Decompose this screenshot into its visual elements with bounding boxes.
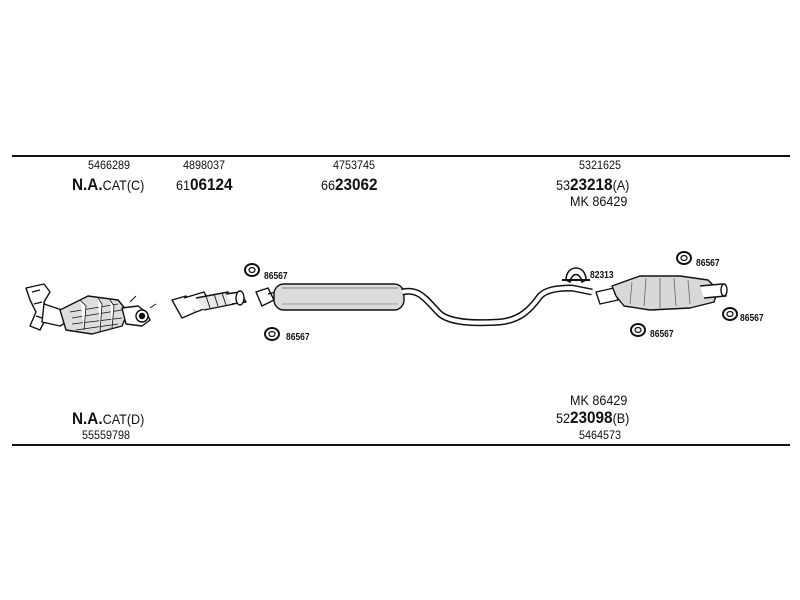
code-main: 23062 bbox=[335, 175, 378, 194]
code-prefix: 52 bbox=[556, 410, 571, 426]
type-suffix: CAT(C) bbox=[102, 177, 145, 193]
clamp-icon bbox=[630, 323, 646, 337]
code-suffix: (B) bbox=[612, 410, 630, 426]
code-main: 23098 bbox=[570, 408, 613, 427]
part-number-label: 4898037 bbox=[183, 158, 226, 172]
part-code-label: 5323218(A) bbox=[556, 176, 629, 194]
clamp-icon bbox=[244, 263, 260, 277]
part-code-label: 6623062 bbox=[321, 176, 378, 194]
part-type-label: N.A.CAT(C) bbox=[72, 176, 144, 194]
clamp-part-number: 86567 bbox=[696, 258, 720, 269]
clamp-part-number: 86567 bbox=[740, 313, 764, 324]
bracket-part-number: 82313 bbox=[590, 270, 614, 281]
hanger-bracket-icon bbox=[562, 267, 590, 284]
part-number-label: 55559798 bbox=[82, 428, 131, 442]
center-muffler-drawing bbox=[255, 283, 593, 327]
top-divider-line bbox=[12, 155, 790, 157]
code-prefix: 53 bbox=[556, 177, 571, 193]
part-code-label: 5223098(B) bbox=[556, 409, 629, 427]
part-number-label: 4753745 bbox=[333, 158, 376, 172]
code-prefix: 66 bbox=[321, 177, 336, 193]
kit-label: MK 86429 bbox=[570, 193, 628, 209]
clamp-icon bbox=[722, 307, 738, 321]
part-code-label: 6106124 bbox=[176, 176, 233, 194]
clamp-icon bbox=[676, 251, 692, 265]
type-prefix: N.A. bbox=[72, 409, 103, 428]
clamp-icon bbox=[264, 327, 280, 341]
clamp-part-number: 86567 bbox=[650, 329, 674, 340]
part-number-label: 5464573 bbox=[579, 428, 622, 442]
part-number-label: 5466289 bbox=[88, 158, 131, 172]
code-main: 06124 bbox=[190, 175, 233, 194]
type-prefix: N.A. bbox=[72, 175, 103, 194]
catalytic-converter-drawing bbox=[25, 283, 157, 335]
code-prefix: 61 bbox=[176, 177, 191, 193]
clamp-part-number: 86567 bbox=[264, 271, 288, 282]
bottom-divider-line bbox=[12, 444, 790, 446]
code-main: 23218 bbox=[570, 175, 613, 194]
rear-muffler-drawing bbox=[595, 275, 728, 311]
clamp-part-number: 86567 bbox=[286, 332, 310, 343]
front-pipe-drawing bbox=[171, 290, 247, 319]
code-suffix: (A) bbox=[612, 177, 630, 193]
type-suffix: CAT(D) bbox=[102, 411, 145, 427]
part-number-label: 5321625 bbox=[579, 158, 622, 172]
part-type-label: N.A.CAT(D) bbox=[72, 410, 144, 428]
kit-label: MK 86429 bbox=[570, 392, 628, 408]
